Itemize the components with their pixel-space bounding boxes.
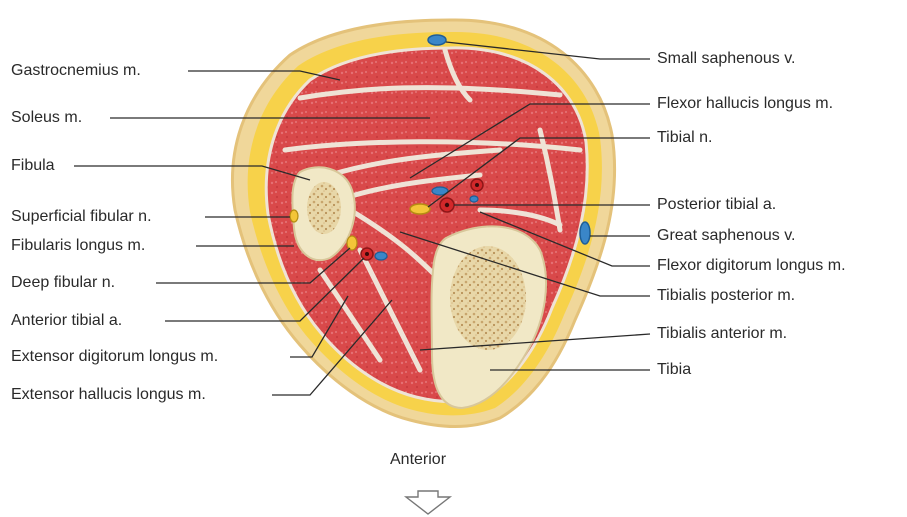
deep-fibular-nerve	[347, 236, 357, 250]
label-deep-fibular-n: Deep fibular n.	[11, 274, 115, 292]
label-tibialis-anterior: Tibialis anterior m.	[657, 325, 787, 343]
label-anterior-tibial-a: Anterior tibial a.	[11, 312, 122, 330]
label-extensor-hallucis-longus: Extensor hallucis longus m.	[11, 386, 206, 404]
label-superficial-fibular-n: Superficial fibular n.	[11, 208, 152, 226]
label-gastrocnemius: Gastrocnemius m.	[11, 62, 141, 80]
label-tibial-n: Tibial n.	[657, 129, 712, 147]
label-tibialis-posterior: Tibialis posterior m.	[657, 287, 795, 305]
label-extensor-digitorum-longus: Extensor digitorum longus m.	[11, 348, 218, 366]
tibial-nerve	[410, 204, 430, 214]
label-flexor-hallucis-longus: Flexor hallucis longus m.	[657, 95, 833, 113]
label-tibia: Tibia	[657, 361, 691, 379]
superficial-fibular-nerve	[290, 210, 298, 222]
small-saphenous-vein	[428, 35, 446, 45]
label-small-saphenous-v: Small saphenous v.	[657, 50, 795, 68]
label-great-saphenous-v: Great saphenous v.	[657, 227, 795, 245]
great-saphenous-vein	[580, 222, 590, 244]
label-fibularis-longus: Fibularis longus m.	[11, 237, 145, 255]
label-soleus: Soleus m.	[11, 109, 82, 127]
label-fibula: Fibula	[11, 157, 55, 175]
orientation-label: Anterior	[390, 451, 446, 469]
label-posterior-tibial-a: Posterior tibial a.	[657, 196, 776, 214]
down-arrow-outline-icon	[406, 491, 450, 514]
label-flexor-digitorum-longus: Flexor digitorum longus m.	[657, 257, 846, 275]
